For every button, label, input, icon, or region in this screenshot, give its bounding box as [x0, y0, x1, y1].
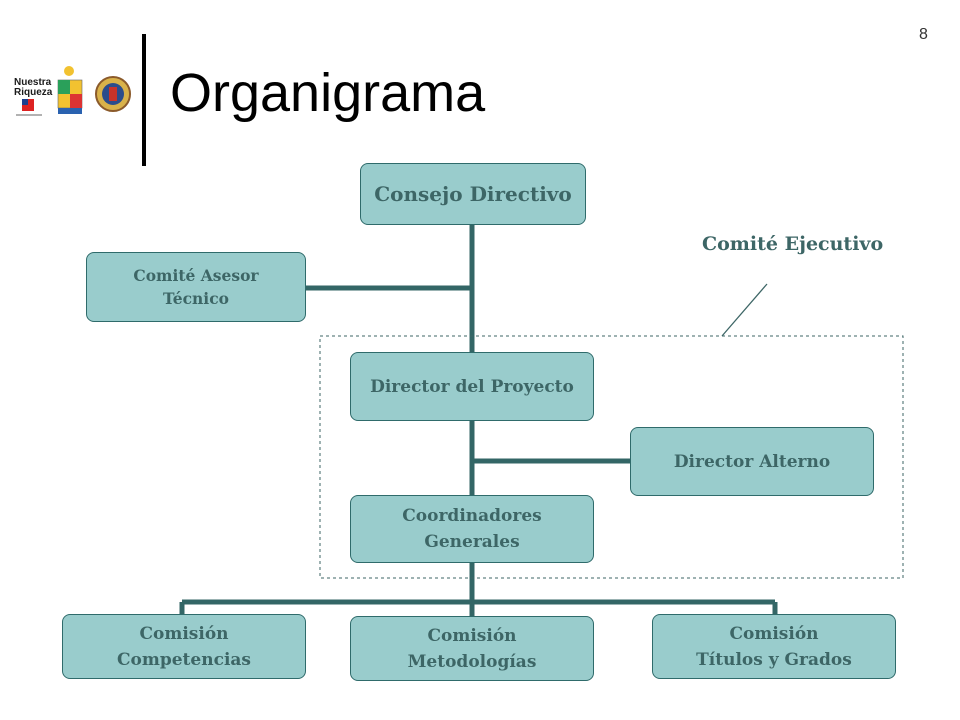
node-consejo-directivo: Consejo Directivo — [360, 163, 586, 225]
executive-committee-pointer — [721, 283, 768, 337]
node-comision-metodologias: Comisión Metodologías — [350, 616, 594, 681]
university-seal-icon — [95, 76, 131, 112]
logos-graphic — [16, 66, 131, 116]
node-coordinadores-generales: Coordinadores Generales — [350, 495, 594, 563]
executive-committee-label: Comité Ejecutivo — [702, 233, 884, 255]
node-comite-asesor: Comité Asesor Técnico — [86, 252, 306, 322]
node-comision-competencias: Comisión Competencias — [62, 614, 306, 679]
executive-committee-frame — [319, 335, 904, 579]
slide-number: 8 — [919, 26, 928, 43]
title-divider — [142, 34, 146, 166]
logo-text-riqueza: Riqueza — [14, 87, 53, 98]
node-director-proyecto: Director del Proyecto — [350, 352, 594, 421]
node-comision-titulos: Comisión Títulos y Grados — [652, 614, 896, 679]
node-director-alterno: Director Alterno — [630, 427, 874, 496]
page-title: Organigrama — [170, 63, 486, 123]
institution-logos: Nuestra Riqueza — [12, 64, 137, 124]
logo-text-nuestra: Nuestra — [14, 77, 52, 88]
nuestra-riqueza-logo-icon — [16, 99, 42, 116]
shield-logo-icon — [57, 66, 83, 114]
